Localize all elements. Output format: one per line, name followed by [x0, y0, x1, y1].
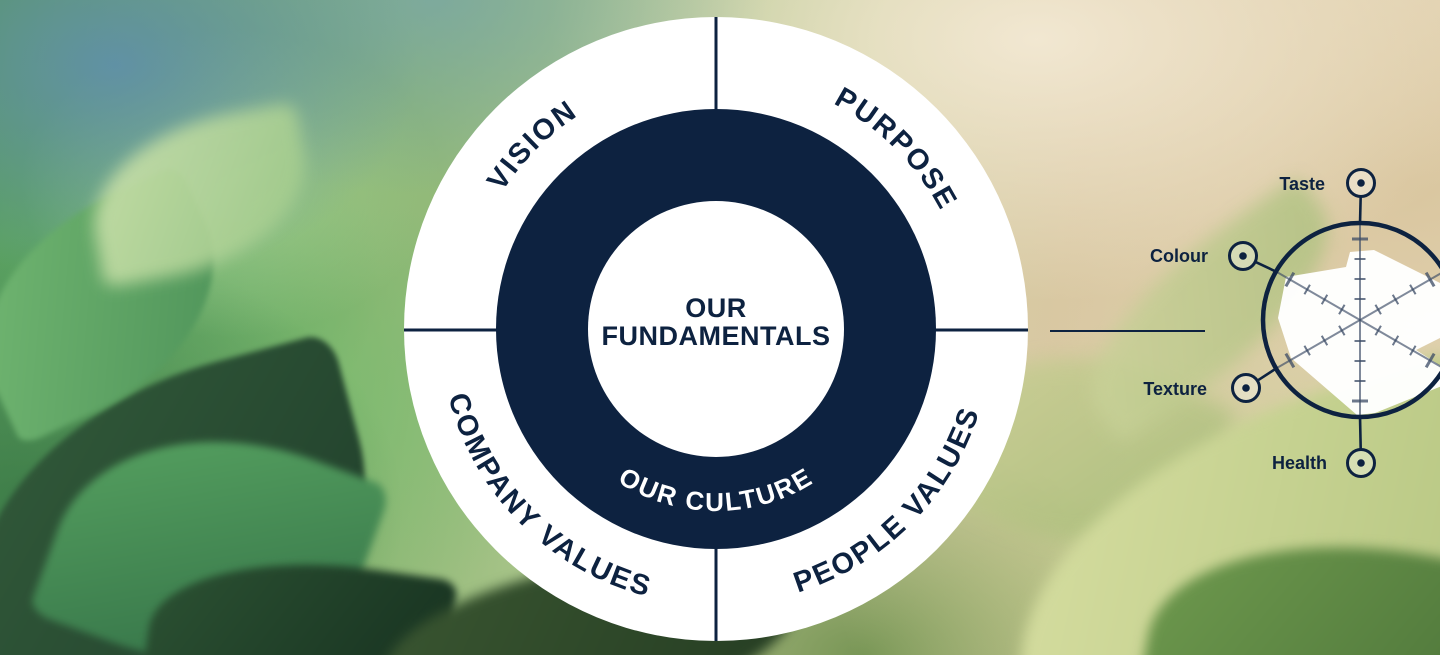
radar-axis-tick — [1409, 345, 1417, 356]
radar-axis-tick — [1338, 325, 1346, 336]
radar-axis-tick — [1424, 271, 1436, 288]
radar-marker-dot — [1357, 459, 1365, 467]
radar-axis-tick — [1391, 335, 1400, 346]
radar-axis-tick — [1424, 352, 1436, 369]
radar-axis-label-texture: Texture — [1143, 379, 1207, 399]
center-label-line2: FUNDAMENTALS — [602, 321, 831, 351]
radar-axis-label-colour: Colour — [1150, 246, 1208, 266]
radar-axis-extension — [1358, 196, 1362, 225]
center-label-line1: OUR — [685, 293, 747, 323]
radar-axis-tick — [1374, 304, 1382, 315]
radar-axis-tick — [1284, 352, 1296, 369]
radar-marker-dot — [1242, 384, 1250, 392]
radar-marker-dot — [1357, 179, 1365, 187]
radar-axis-label-health: Health — [1272, 453, 1327, 473]
model-center-circle — [588, 201, 844, 457]
radar-axis-tick — [1320, 294, 1329, 305]
radar-axis-tick — [1303, 345, 1311, 356]
radar-axis-tick — [1374, 325, 1382, 336]
fundamentals-model-diagram: VISION PURPOSE COMPANY VALUES PEOPLE VAL… — [404, 17, 1028, 641]
radar-axis-tick — [1284, 271, 1296, 288]
radar-axis-tick — [1303, 284, 1311, 295]
radar-axis-extension — [1256, 366, 1278, 382]
radar-axis-extension — [1358, 415, 1363, 450]
radar-axis-label-taste: Taste — [1279, 174, 1325, 194]
radar-axis-tick — [1320, 335, 1329, 346]
radar-axis-extension — [1254, 260, 1278, 274]
radar-axis-tick — [1409, 284, 1417, 295]
radar-axis-tick — [1391, 294, 1400, 305]
radar-marker-dot — [1239, 252, 1247, 260]
radar-axis-tick — [1338, 304, 1346, 315]
